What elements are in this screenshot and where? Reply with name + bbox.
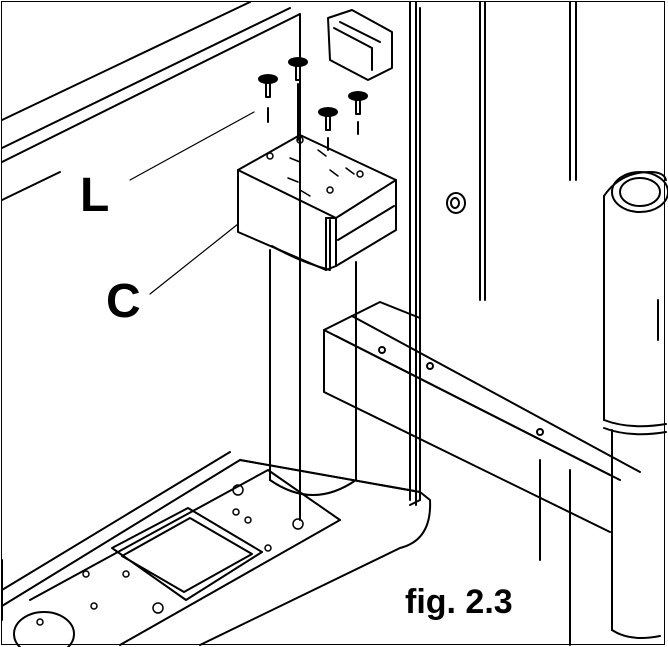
horizontal-arm xyxy=(323,301,641,533)
post-cap-bracket xyxy=(237,134,397,271)
right-cylinder xyxy=(603,171,668,639)
screw-4 xyxy=(348,91,368,135)
callout-label-c: C xyxy=(106,275,141,328)
cabinet-frame xyxy=(409,1,577,646)
screw-2 xyxy=(288,57,308,141)
callout-leaders xyxy=(129,111,255,295)
screws xyxy=(258,57,368,151)
callout-label-l: L xyxy=(80,169,110,222)
base-plate xyxy=(1,451,432,647)
vertical-post xyxy=(269,245,357,496)
panel-knob xyxy=(446,192,466,214)
figure-caption: fig. 2.3 xyxy=(403,583,515,621)
screw-3 xyxy=(318,107,338,151)
top-hinge xyxy=(327,9,393,81)
screw-1 xyxy=(258,74,278,123)
cabinet-panel xyxy=(1,1,301,621)
